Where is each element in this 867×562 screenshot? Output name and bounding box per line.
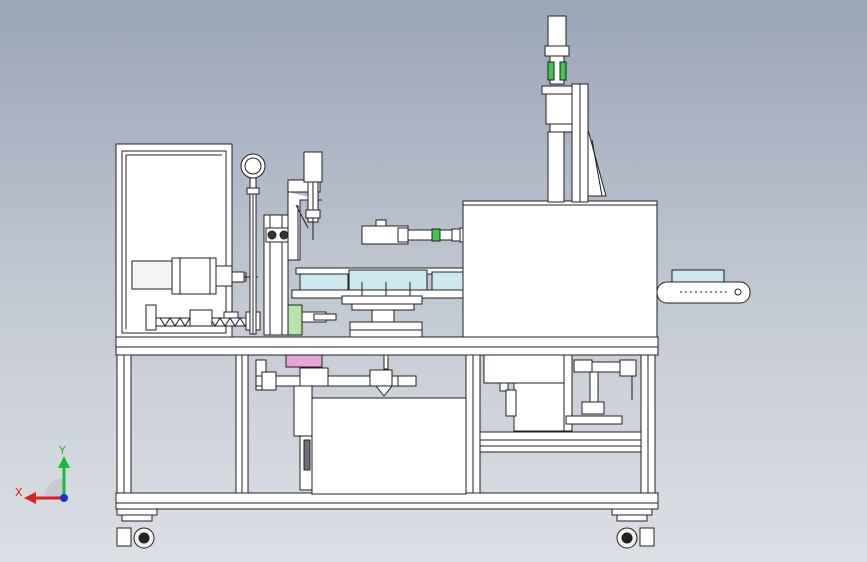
right-under-assembly bbox=[483, 354, 637, 432]
rotary-index-table bbox=[291, 267, 467, 338]
outfeed-conveyor bbox=[656, 269, 751, 304]
servo-motor bbox=[131, 257, 258, 295]
vertical-slide-unit bbox=[263, 214, 337, 336]
x-axis-label: X bbox=[15, 486, 23, 499]
machine-frame bbox=[115, 336, 659, 510]
main-enclosure bbox=[462, 200, 658, 338]
push-cylinder bbox=[361, 219, 465, 245]
caster-left bbox=[116, 508, 158, 549]
pressure-gauge bbox=[240, 153, 266, 335]
under-table-piping bbox=[255, 354, 467, 495]
caster-right bbox=[611, 508, 655, 549]
left-control-cabinet bbox=[115, 143, 233, 338]
press-column bbox=[541, 15, 607, 203]
coordinate-axes-icon: Y X bbox=[15, 444, 70, 504]
bracket-arm bbox=[287, 151, 323, 261]
y-axis-label: Y bbox=[58, 444, 66, 457]
